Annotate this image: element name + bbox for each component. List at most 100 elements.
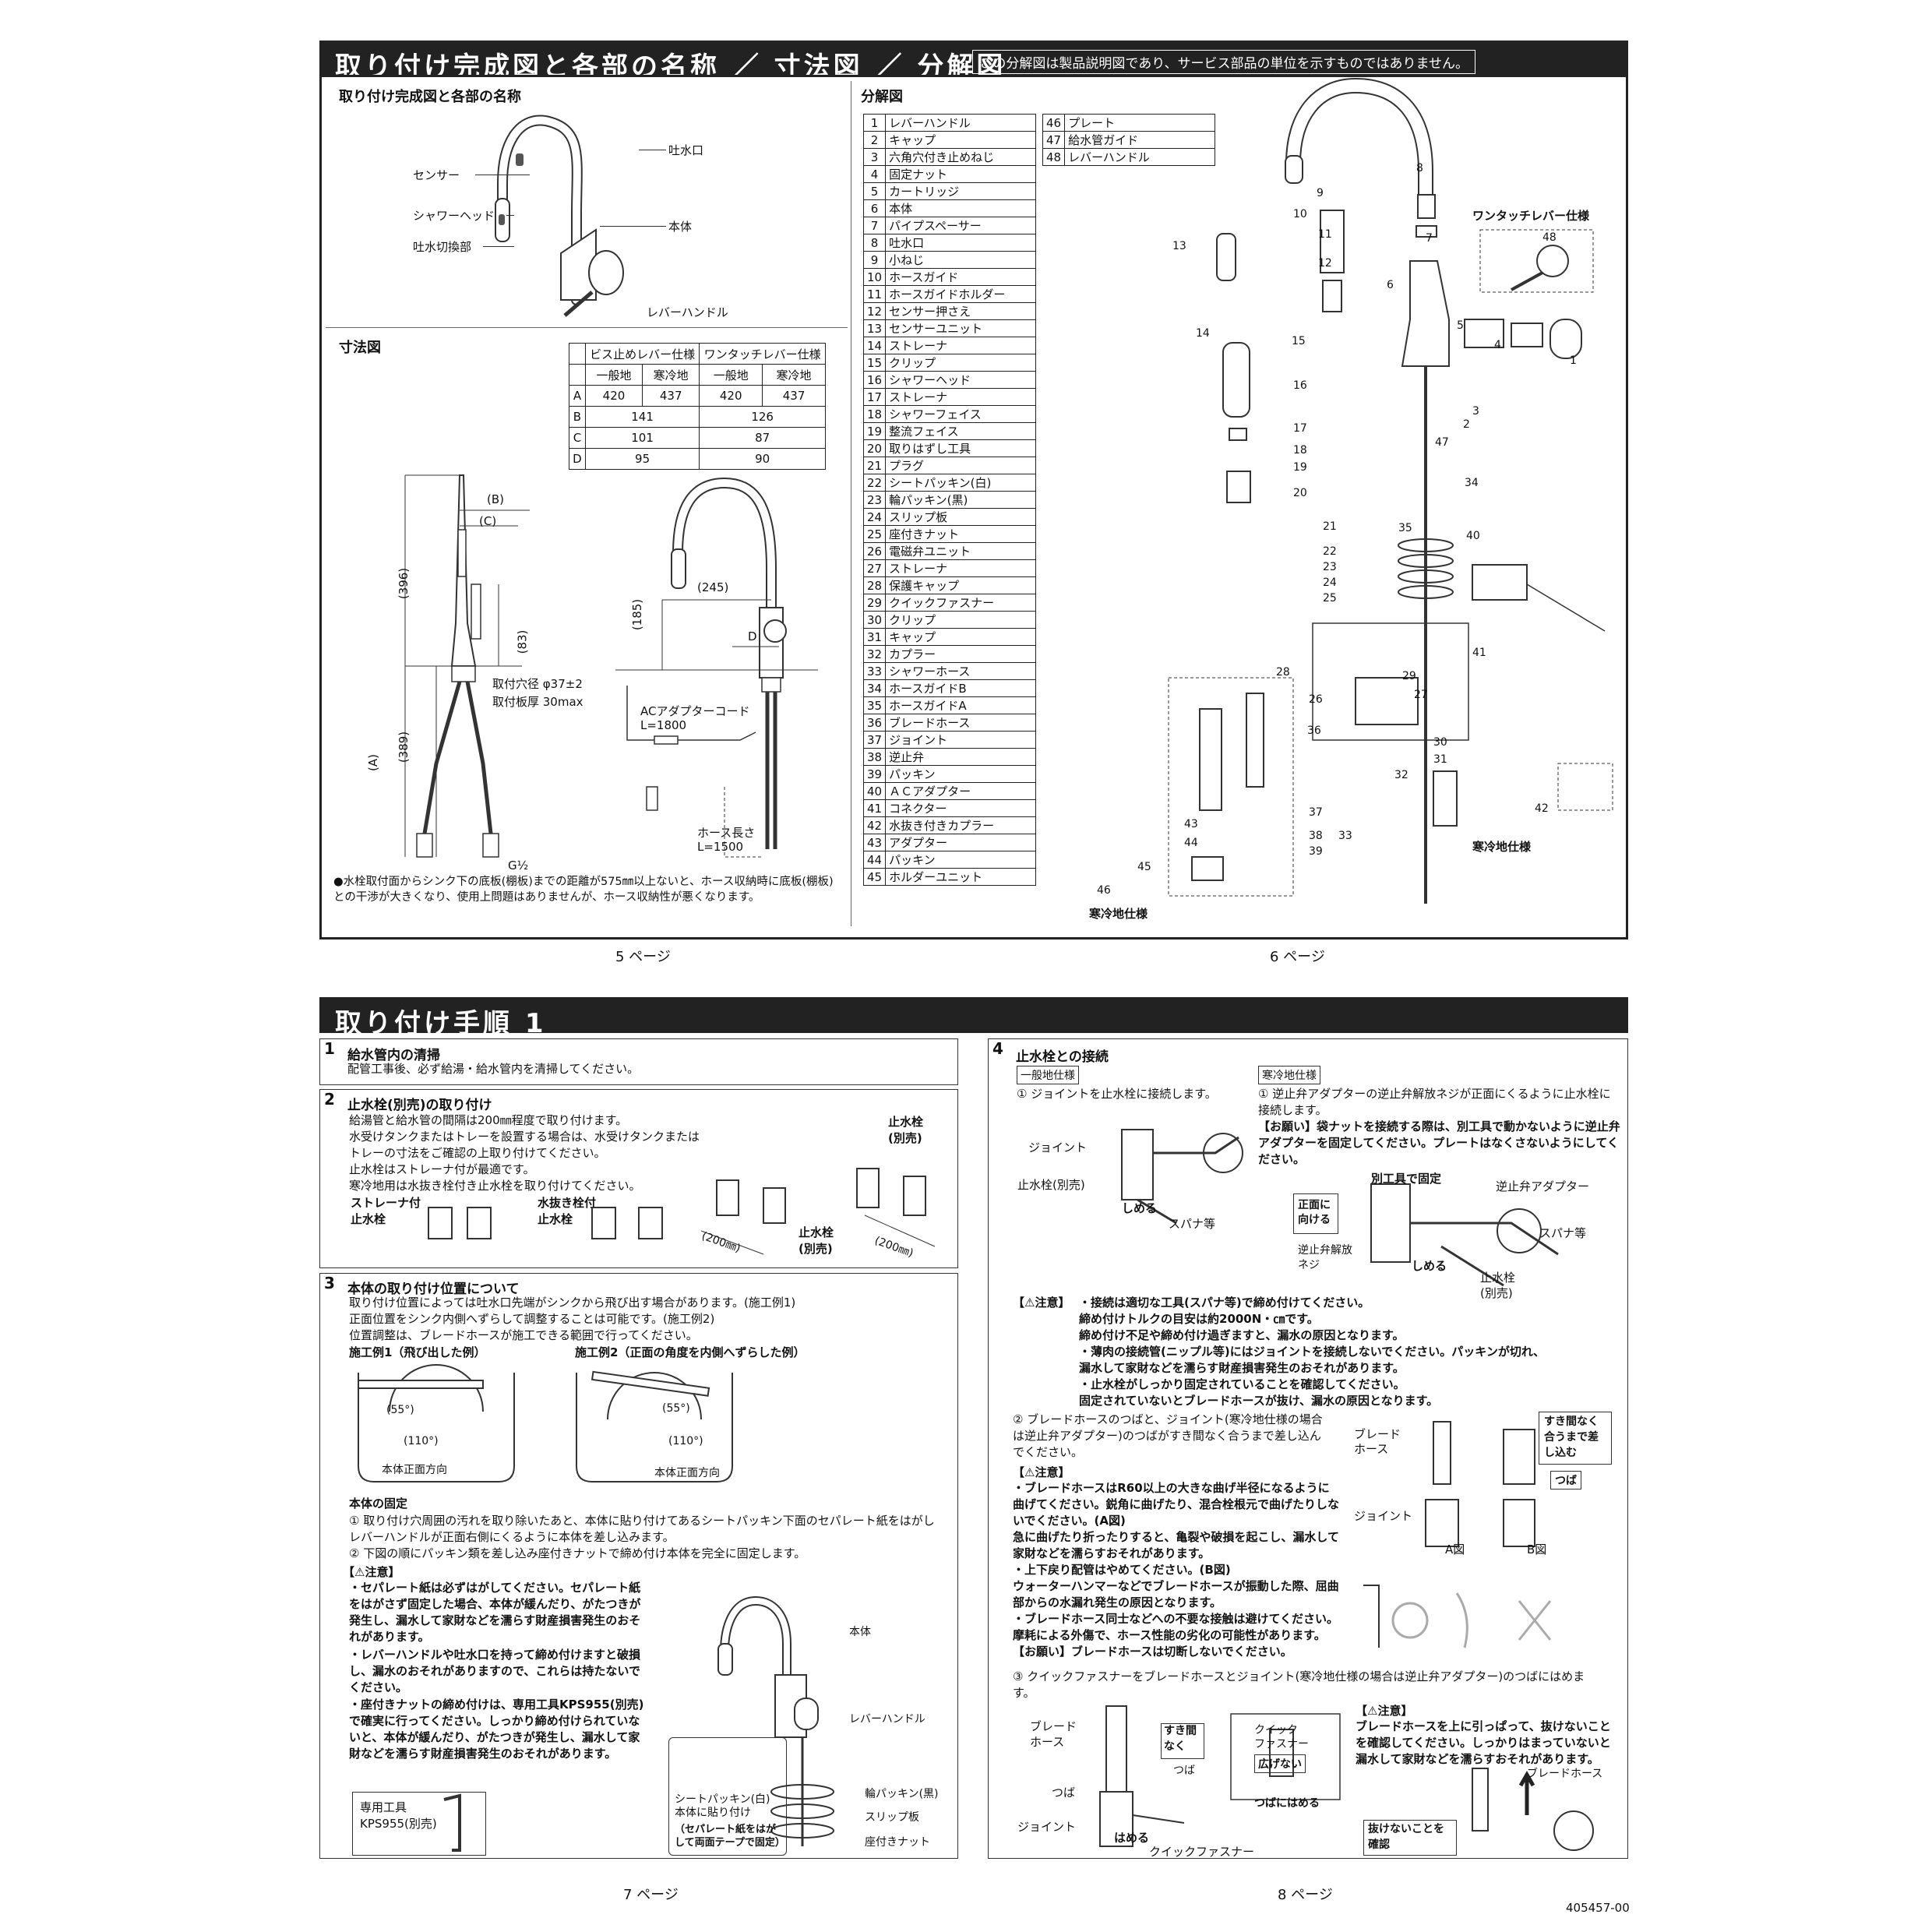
part-name: キャップ [885,131,1036,149]
part-number: 45 [862,868,887,886]
qf-name2: クイック ファスナー [1254,1724,1309,1750]
col-onetouch: ワンタッチレバー仕様 [699,343,826,365]
callout-17: 17 [1293,422,1307,435]
part-number: 39 [862,765,887,783]
part-number: 5 [862,182,887,200]
callout-28: 28 [1276,666,1290,679]
callout-2: 2 [1463,418,1470,431]
g-valve: 止水栓(別売) [1017,1178,1085,1192]
c-tighten: しめる [1412,1259,1447,1273]
part-name: ＡＣアダプター [885,782,1036,800]
callout-6: 6 [1387,279,1394,291]
part-name: ジョイント [885,731,1036,749]
callout-24: 24 [1323,576,1337,589]
part-name: 本体 [885,199,1036,217]
callout-25: 25 [1323,592,1337,605]
qf-fitflange: つばにはめる [1254,1797,1320,1810]
part-number: 41 [862,799,887,817]
part-number: 3 [862,148,887,166]
gap-box [1539,1412,1612,1465]
callout-45: 45 [1137,861,1151,873]
callout-7: 7 [1426,232,1433,245]
callout-39: 39 [1309,845,1323,858]
callout-33: 33 [1338,830,1352,842]
section-2-title: 止水栓(別売)の取り付け [347,1098,492,1113]
part-name: ブレードホース [885,714,1036,732]
s4-step-2: ② ブレードホースのつばと、ジョイント(寒冷地仕様の場合は逆止弁アダプター)のつ… [1013,1412,1323,1459]
c-spanner: スパナ等 [1539,1226,1587,1240]
part-number: 46 [1042,114,1066,132]
callout-35: 35 [1398,522,1412,534]
dims-divider [326,327,848,328]
doc-code: 405457-00 [1566,1901,1630,1915]
part-number: 42 [862,816,887,834]
part-number: 10 [862,268,887,286]
part-number: 38 [862,748,887,766]
callout-11: 11 [1318,228,1332,241]
callout-23: 23 [1323,561,1337,573]
fix-lever: レバーハンドル [849,1713,925,1726]
faucet-name-illustration [495,115,624,317]
dimension-drawing-side [404,474,530,858]
part-number: 21 [862,457,887,474]
fix-nut: 座付きナット [865,1836,930,1849]
part-name: 六角穴付き止めねじ [885,148,1036,166]
cold-request: 【お願い】袋ナットを接続する際は、別工具で動かないように逆止弁アダプターを固定し… [1258,1119,1620,1166]
flange-label: つば [1550,1471,1581,1490]
caution-line: 摩耗による外傷で、ホース性能の劣化の可能性があります。 [1013,1628,1326,1642]
section-1-text: 配管工事後、必ず給湯・給水管内を清掃してください。 [347,1062,640,1076]
cold-label-left: 寒冷地仕様 [1089,907,1148,921]
part-name: カートリッジ [885,182,1036,200]
bottom-title: 取り付け手順 1 [335,1008,547,1039]
part-number: 34 [862,679,887,697]
part-name: ホースガイドホルダー [885,285,1036,303]
dim-83: (83) [515,629,530,654]
part-number: 13 [862,319,887,337]
part-name: ホルダーユニット [885,868,1036,886]
callout-8: 8 [1416,162,1423,175]
page-5-label: 5 ページ [615,949,671,965]
part-number: 32 [862,645,887,663]
s4-caution-3: 【⚠注意】 [1356,1704,1413,1718]
caution-line: 漏水して家財などを濡らす財産損害発生のおそれがあります。 [1079,1361,1405,1375]
section-3-line-1: 取り付け位置によっては吐水口先端がシンクから飛び出す場合があります。(施工例1) [349,1296,796,1310]
dimension-drawing-front [615,477,818,858]
callout-26: 26 [1309,693,1323,706]
caution-line: ・ブレードホースはR60以上の大きな曲げ半径になるように曲げてください。鋭角に曲… [1013,1481,1339,1528]
tool-box [352,1792,486,1856]
fix-body: 本体 [849,1626,871,1638]
cold-step-1: ① 逆止弁アダプターの逆止弁解放ネジが正面にくるように止水栓に接続します。 [1258,1087,1611,1117]
part-name: ホースガイドB [885,679,1036,697]
section-3-line-2: 正面位置をシンク内側へずらして調整することは可能です。(施工例2) [349,1312,715,1326]
section-4-title: 止水栓との接続 [1016,1049,1109,1065]
part-name: キャップ [885,628,1036,646]
part-number: 37 [862,731,887,749]
fig-a: A図 [1445,1542,1465,1557]
qf-flange: つば [1052,1786,1076,1800]
callout-13: 13 [1172,240,1186,252]
dim-a: (A) [365,754,380,771]
callout-44: 44 [1184,837,1198,849]
section-4 [988,1038,1628,1859]
part-number: 2 [862,131,887,149]
part-number: 4 [862,165,887,183]
section-3-num: 3 [324,1274,335,1292]
callout-30: 30 [1433,736,1447,749]
part-name: 輪パッキン(黒) [885,491,1036,509]
fix-ring: 輪パッキン(黒) [865,1788,939,1800]
top-frame [319,75,1628,940]
callout-10: 10 [1293,208,1307,220]
strainer-valve-label: ストレーナ付 止水栓 [351,1196,421,1226]
exploded-heading: 分解図 [861,89,903,105]
fix-slip: スリップ板 [865,1811,919,1824]
g-tighten: しめる [1122,1201,1158,1215]
